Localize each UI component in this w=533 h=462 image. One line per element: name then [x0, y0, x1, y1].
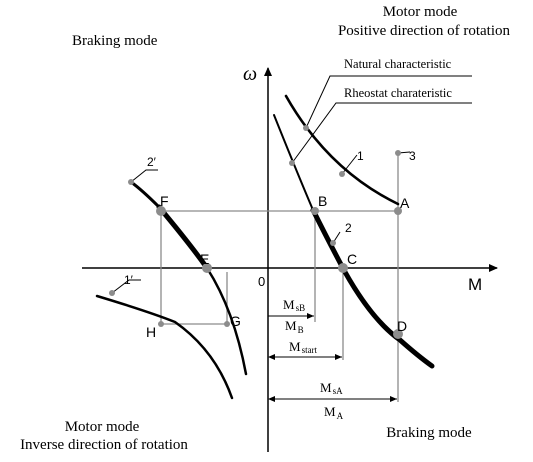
leader-natural [305, 75, 472, 129]
point-D [393, 329, 403, 339]
dot-2-prime [128, 179, 134, 185]
point-B [311, 207, 319, 215]
point-A [394, 207, 402, 215]
curve-2-rheostat-thick [310, 207, 435, 369]
curve-label-2-prime: 2′ [147, 155, 157, 169]
leader-1prime [111, 279, 141, 294]
point-C [338, 263, 348, 273]
curve-label-1-prime: 1′ [124, 273, 134, 287]
callout-natural-characteristic: Natural characteristic [344, 57, 452, 71]
curve-1prime [95, 294, 234, 400]
curve-2prime-lower [205, 266, 248, 376]
label-braking-top-left: Braking mode [72, 33, 158, 49]
dim-msb-label: MsB [283, 297, 305, 313]
label-braking-bottom-right: Braking mode [386, 425, 472, 441]
leader-rheostat [291, 102, 472, 164]
point-label-C: C [347, 251, 357, 267]
dimension-msb: MsB MB [268, 297, 314, 335]
point-label-D: D [397, 318, 407, 334]
dot-1 [339, 171, 345, 177]
torque-axis-label: M [468, 275, 482, 294]
curve-2-upper-thin [273, 114, 314, 211]
dot-1-prime [109, 290, 115, 296]
point-label-B: B [318, 193, 327, 209]
label-motor-bottom-left-1: Motor mode [65, 419, 140, 435]
construction-lines [160, 152, 400, 402]
curve-2prime-thin [129, 180, 161, 209]
point-label-E: E [200, 251, 209, 267]
dim-mb-label: MB [285, 318, 304, 335]
dimension-mstart: Mstart [268, 339, 342, 360]
curve-label-2: 2 [345, 221, 352, 235]
curve-1-natural [284, 94, 400, 206]
marker-dots [109, 125, 403, 339]
dim-mstart-label: Mstart [289, 339, 318, 355]
point-H [158, 321, 164, 327]
label-motor-top-right-2: Positive direction of rotation [338, 23, 511, 39]
point-label-G: G [230, 313, 241, 329]
leader-2prime [130, 169, 158, 183]
point-label-F: F [160, 193, 169, 209]
callout-rheostat-characteristic: Rheostat charateristic [344, 86, 452, 100]
dot-rheostat [289, 160, 295, 166]
dim-msa-label: MsA [320, 380, 343, 396]
point-label-H: H [146, 324, 156, 340]
point-E [202, 263, 212, 273]
omega-axis-label: ω [243, 63, 257, 85]
dot-2 [330, 240, 336, 246]
dot-3 [395, 150, 401, 156]
label-motor-bottom-left-2: Inverse direction of rotation [20, 437, 188, 453]
dim-ma-label: MA [324, 404, 344, 421]
point-G [224, 321, 230, 327]
label-motor-top-right-1: Motor mode [383, 4, 458, 20]
origin-label: 0 [258, 274, 265, 289]
leader-1 [341, 154, 358, 175]
curve-label-3: 3 [409, 149, 416, 163]
dot-natural [303, 125, 309, 131]
curve-label-1: 1 [357, 149, 364, 163]
point-letters: A B C D E F G H [146, 193, 410, 340]
point-label-A: A [400, 195, 410, 211]
point-F [156, 206, 166, 216]
leader-lines [111, 75, 472, 294]
dimension-msa: MsA MA [268, 380, 397, 421]
characteristic-curves [95, 94, 435, 400]
